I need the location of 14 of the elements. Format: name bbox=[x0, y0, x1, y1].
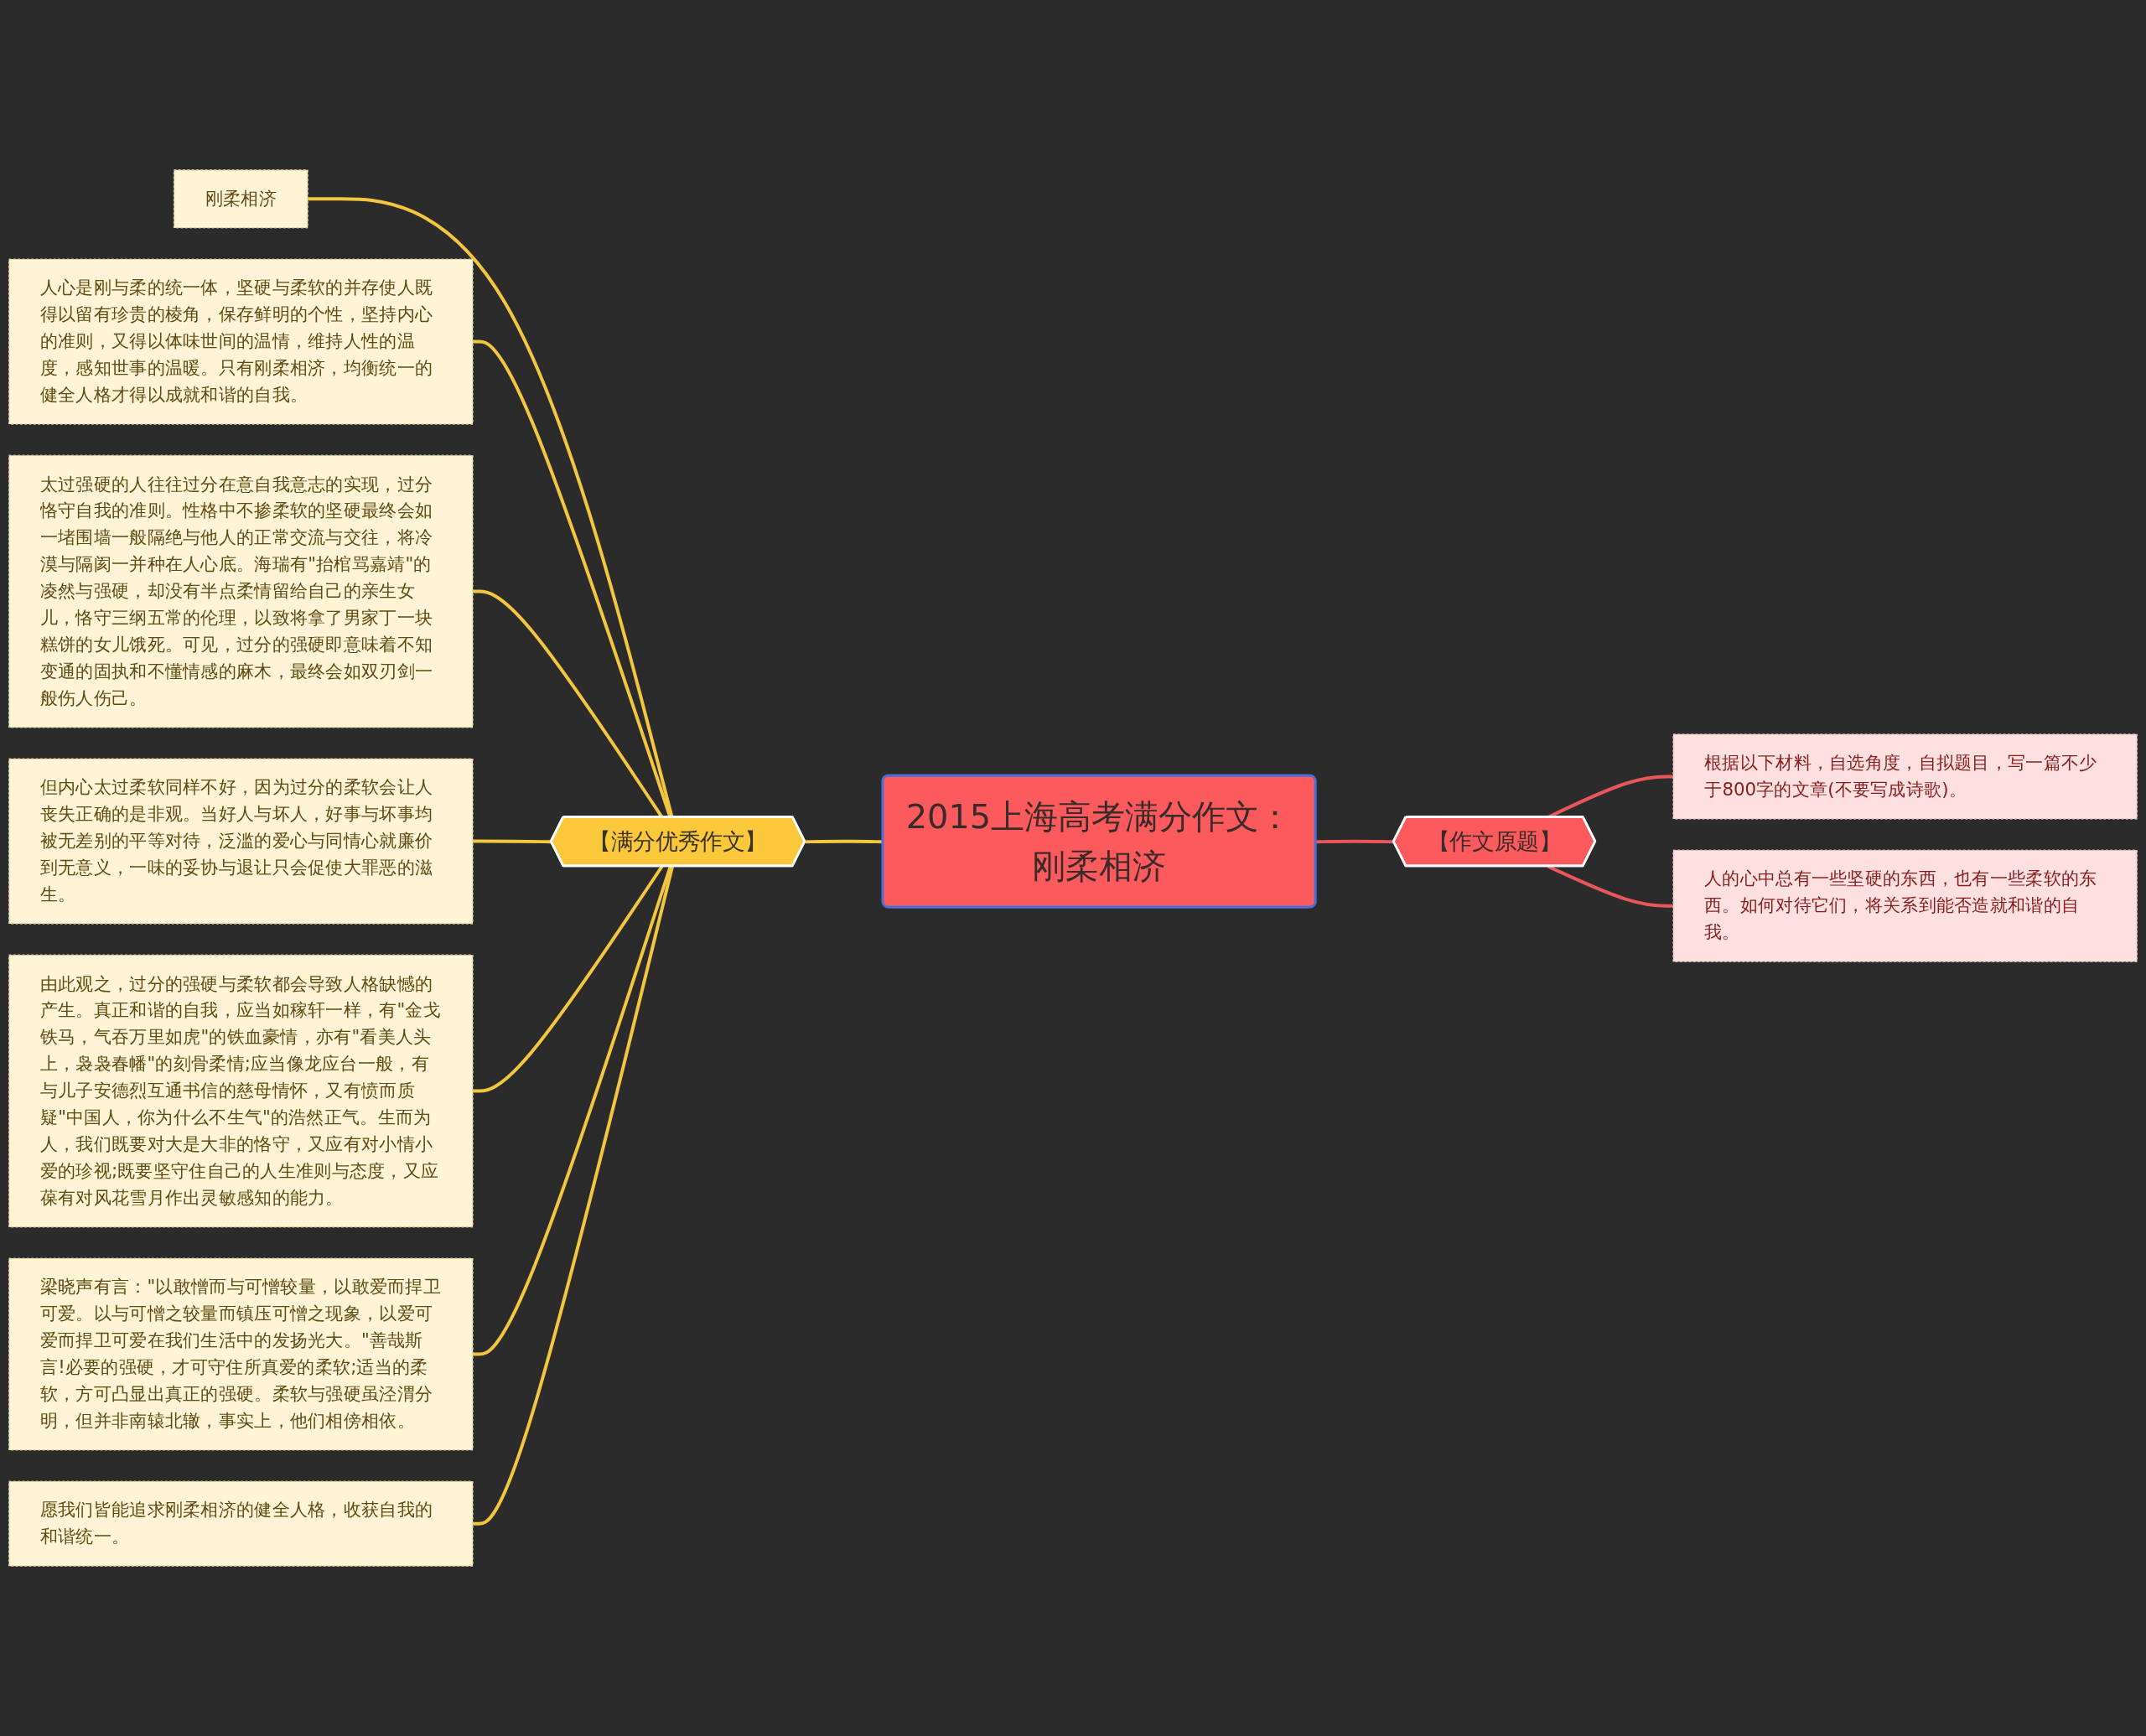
node-box: 人的心中总有一些坚硬的东西，也有一些柔软的东西。如何对待它们，将关系到能否造就和谐的自我。 bbox=[1672, 849, 2138, 962]
connector bbox=[473, 865, 672, 1356]
node-box: 太过强硬的人往往过分在意自我意志的实现，过分恪守自我的准则。性格中不掺柔软的坚硬最终会如一堵围墙一般隔绝与他人的正常交流与交往，将冷漠与隔阂一并种在人心底。海瑞有"抬棺骂嘉靖"的凌然与强硬，却没有半点柔情留给自己的亲生女儿，恪守三纲五常的伦理，以致将拿了男家丁一块糕饼的女儿饿死。可见，过分的强硬即意味着不知变通的固执和不懂情感的麻木，最终会如双刃剑一般伤人伤己。 bbox=[8, 454, 474, 728]
connector bbox=[473, 865, 664, 1093]
node-box: 刚柔相济 bbox=[173, 169, 308, 229]
node-box: 人心是刚与柔的统一体，坚硬与柔软的并存使人既得以留有珍贵的棱角，保存鲜明的个性，坚持内心的准则，又得以体味世间的温情，维持人性的温度，感知世事的温暖。只有刚柔相济，均衡统一的健全人格才得以成就和谐的自我。 bbox=[8, 258, 474, 425]
node-box: 但内心太过柔软同样不好，因为过分的柔软会让人丧失正确的是非观。当好人与坏人，好事与坏事均被无差别的平等对待，泛滥的爱心与同情心就廉价到无意义，一味的妥协与退让只会促使大罪恶的滋生。 bbox=[8, 758, 474, 925]
connector bbox=[1315, 839, 1394, 844]
connector bbox=[473, 839, 552, 844]
node-box: 由此观之，过分的强硬与柔软都会导致人格缺憾的产生。真正和谐的自我，应当如稼轩一样，有"金戈铁马，气吞万里如虎"的铁血豪情，亦有"看美人头上，袅袅春幡"的刻骨柔情;应当像龙应台一般，有与儿子安德烈互通书信的慈母情怀，又有愤而质疑"中国人，你为什么不生气"的浩然正气。生而为人，我们既要对大是大非的恪守，又应有对小情小爱的珍视;既要坚守住自己的人生准则与态度，又应葆有对风花雪月作出灵敏感知的能力。 bbox=[8, 954, 474, 1228]
node-box: 根据以下材料，自选角度，自拟题目，写一篇不少于800字的文章(不要写成诗歌)。 bbox=[1672, 733, 2138, 820]
connector bbox=[473, 866, 674, 1526]
node-box: 愿我们皆能追求刚柔相济的健全人格，收获自我的和谐统一。 bbox=[8, 1480, 474, 1567]
node-box: 梁晓声有言："以敢憎而与可憎较量，以敢爱而捍卫可爱。以与可憎之较量而镇压可憎之现象，以爱可爱而捍卫可爱在我们生活中的发扬光大。"善哉斯言!必要的强硬，才可守住所真爱的柔软;适当的柔软，方可凸显出真正的强硬。柔软与强硬虽泾渭分明，但并非南辕北辙，事实上，他们相傍相依。 bbox=[8, 1257, 474, 1451]
